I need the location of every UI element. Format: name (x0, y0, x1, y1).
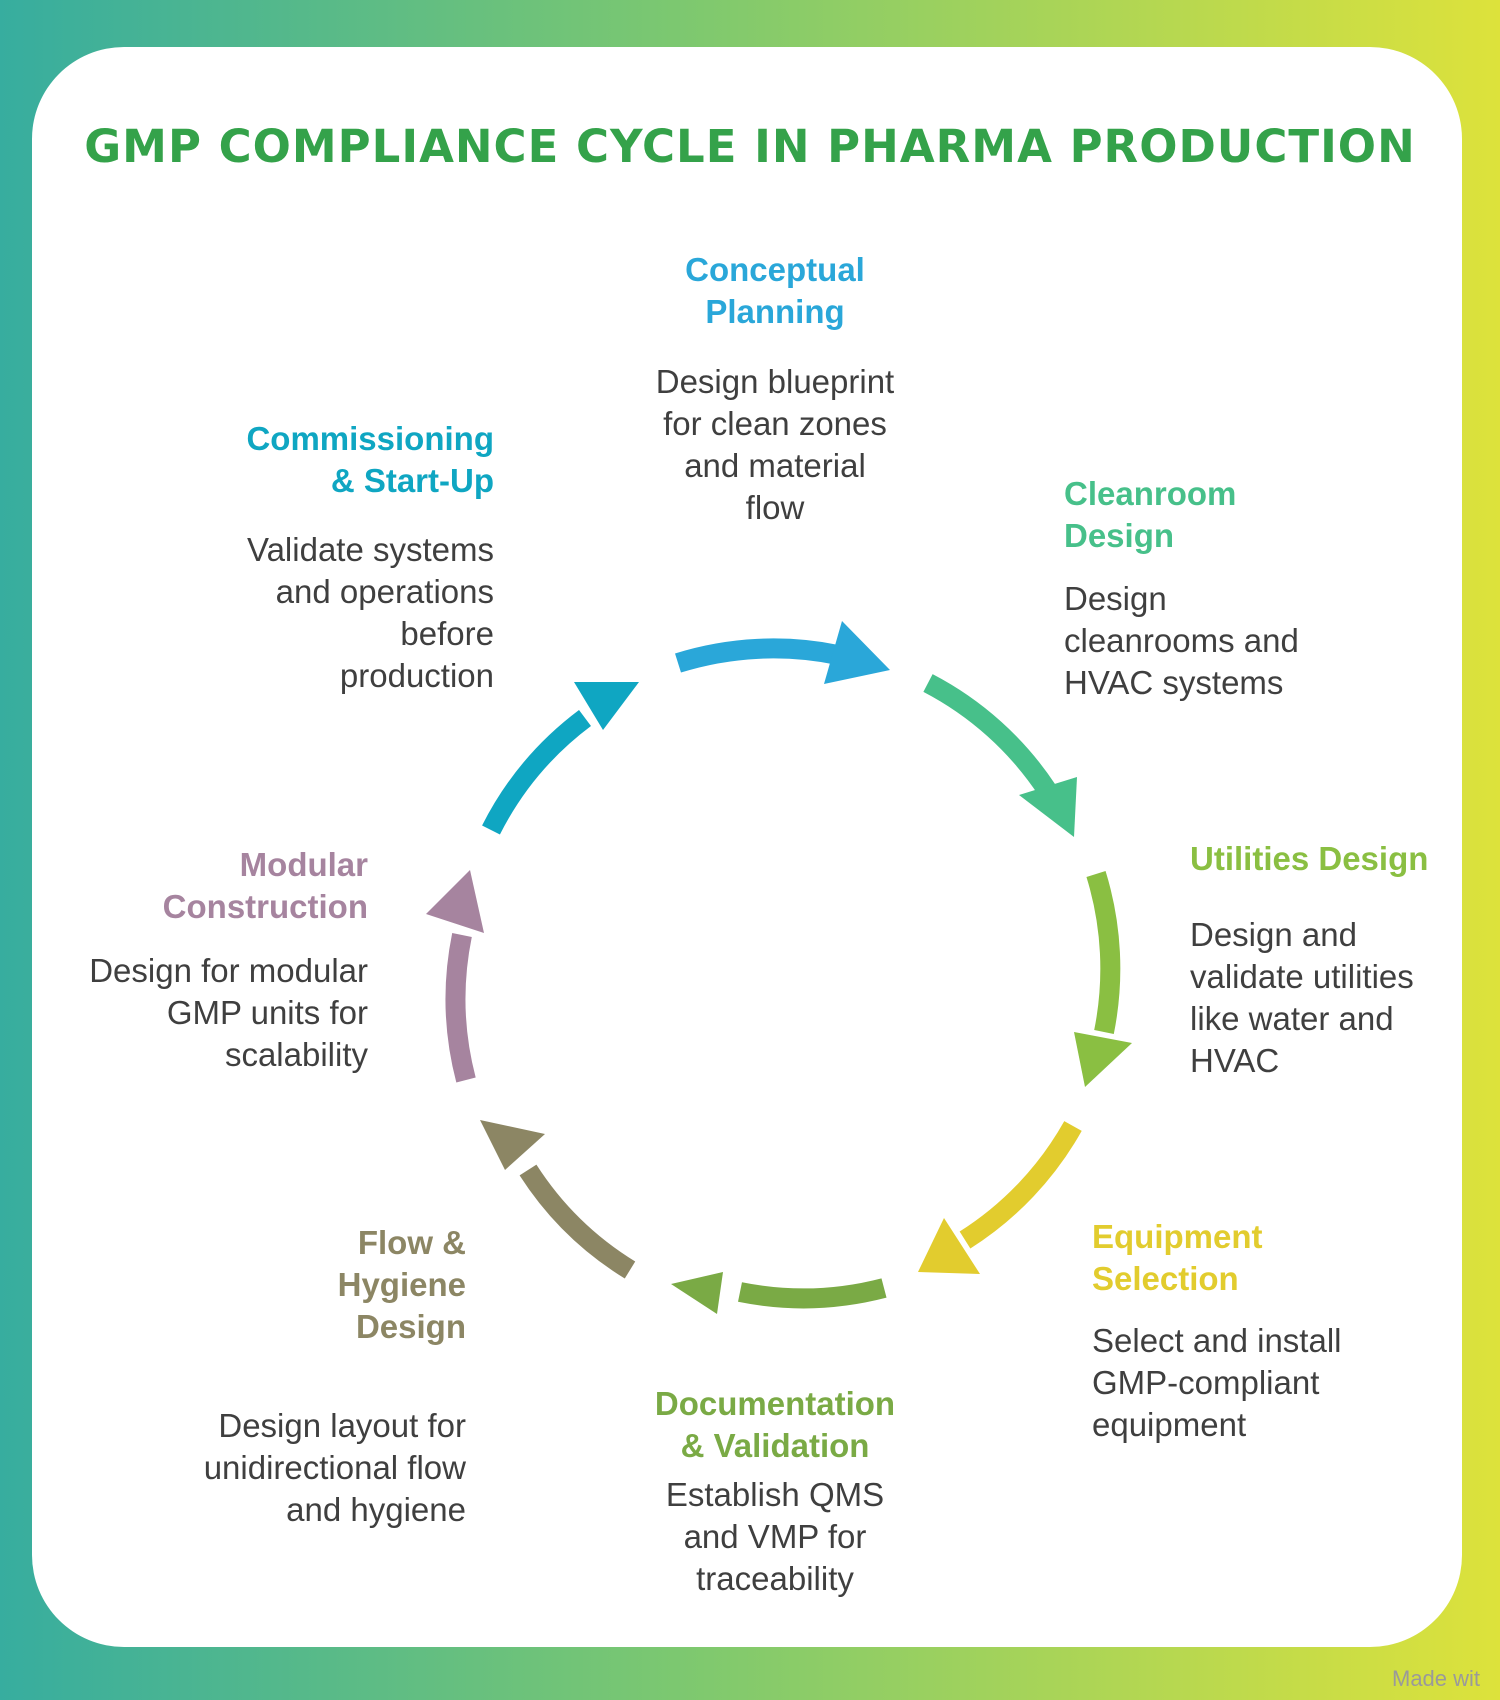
diagram-card (32, 47, 1462, 1647)
stage-description-documentation: Establish QMS and VMP for traceability (665, 1476, 885, 1597)
arrow-modular-to-commissioning (426, 870, 484, 1083)
stage-description-modular: Design for modular GMP units for scalabi… (89, 952, 368, 1073)
stage-heading-modular: Modular Construction (162, 846, 368, 925)
diagram-title: GMP COMPLIANCE CYCLE IN PHARMA PRODUCTIO… (84, 120, 1416, 173)
stage-heading-equipment: Equipment Selection (1092, 1218, 1263, 1297)
stage-description-equipment: Select and install GMP-compliant equipme… (1092, 1322, 1342, 1443)
stage-heading-conceptual: Conceptual Planning (685, 251, 865, 330)
arrow-commissioning-to-conceptual (482, 682, 639, 835)
stage-heading-utilities: Utilities Design (1190, 840, 1429, 877)
arrow-conceptual-to-cleanroom (675, 621, 890, 684)
arrow-equipment-to-documentation (918, 1121, 1082, 1274)
stage-description-commissioning: Validate systems and operations before p… (247, 531, 494, 694)
stage-heading-flow-hygiene: Flow & Hygiene Design (337, 1224, 466, 1345)
arrow-flow-to-modular (480, 1120, 636, 1279)
stage-description-flow-hygiene: Design layout for unidirectional flow an… (203, 1407, 466, 1528)
stage-description-conceptual: Design blueprint for clean zones and mat… (655, 363, 895, 526)
stage-description-utilities: Design and validate utilities like water… (1190, 916, 1414, 1079)
stage-description-cleanroom: Design cleanrooms and HVAC systems (1064, 580, 1299, 701)
arrow-cleanroom-to-utilities (923, 674, 1077, 837)
stage-heading-documentation: Documentation & Validation (654, 1385, 896, 1464)
watermark: Made wit (1392, 1666, 1481, 1691)
arrow-documentation-to-flow (671, 1272, 887, 1314)
stage-heading-commissioning: Commissioning & Start-Up (246, 420, 494, 499)
stage-heading-cleanroom: Cleanroom Design (1064, 475, 1237, 554)
arrow-utilities-to-equipment (1074, 871, 1132, 1087)
